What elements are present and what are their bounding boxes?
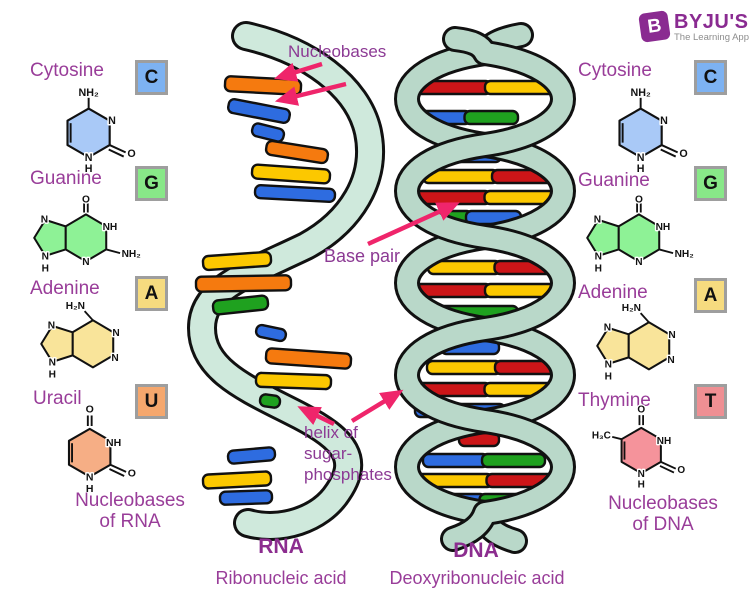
base-label-adenine-rna: Adenine [30,278,100,299]
guanine-structure-dna: O NH NH₂ N N N H [586,193,695,276]
caption-nucleobases-of-dna: Nucleobases of DNA [593,493,733,535]
caption-rna-line2: of RNA [99,511,161,532]
svg-text:NH: NH [106,437,121,449]
logo-tagline: The Learning App [674,32,750,43]
svg-text:N: N [112,328,119,339]
base-letter-box-g-rna: G [135,166,168,201]
annotation-helix-line2: sugar- [304,444,353,463]
base-label-cytosine-dna: Cytosine [578,60,652,81]
svg-text:N: N [605,360,612,371]
svg-text:N: N [660,115,668,127]
adenine-structure-dna: H₂N N N N N H [596,302,677,384]
svg-text:H: H [637,163,645,175]
base-letter-box-u-rna: U [135,384,168,419]
svg-text:N: N [604,323,611,334]
caption-dna-line2: of DNA [632,514,694,535]
svg-text:H₂N: H₂N [622,303,641,314]
svg-text:NH: NH [656,222,671,233]
svg-text:N: N [85,152,93,164]
svg-text:N: N [667,355,674,366]
svg-text:N: N [108,115,116,127]
svg-text:O: O [82,194,90,205]
base-letter-box-t-dna: T [694,384,727,419]
base-letter-box-a-rna: A [135,276,168,311]
base-label-uracil-rna: Uracil [33,388,82,409]
base-letter-box-a-dna: A [694,278,727,313]
byjus-logo-icon: B [638,10,671,43]
svg-text:O: O [677,465,685,476]
svg-text:O: O [637,404,645,415]
svg-text:N: N [638,469,645,480]
svg-text:NH: NH [657,436,671,447]
base-label-thymine-dna: Thymine [578,390,651,411]
svg-text:N: N [635,257,642,268]
svg-text:N: N [82,257,89,268]
logo-wordmark: BYJU'S [674,11,749,33]
dna-helix-illustration [394,22,576,554]
base-label-guanine-dna: Guanine [578,170,650,191]
annotation-nucleobases: Nucleobases [288,42,387,61]
svg-text:O: O [86,404,94,416]
caption-nucleobases-of-rna: Nucleobases of RNA [60,490,200,532]
svg-text:N: N [668,330,675,341]
svg-text:H: H [42,264,49,275]
adenine-structure-rna: H₂N N N N N H [40,300,121,382]
dna-full-name: Deoxyribonucleic acid [389,568,565,588]
uracil-structure-rna: O NH O N H [67,402,137,496]
svg-text:N: N [637,152,645,164]
annotation-helix-line1: helix of [304,423,358,442]
svg-text:H₃C: H₃C [592,431,611,442]
svg-text:NH₂: NH₂ [122,249,141,260]
byjus-logo: B BYJU'S The Learning App [638,10,750,43]
rna-sugar-phosphate-ribbon [187,21,385,541]
svg-text:H: H [49,370,56,381]
svg-text:NH₂: NH₂ [675,249,694,260]
svg-text:H: H [595,264,602,275]
caption-dna-line1: Nucleobases [608,493,718,514]
svg-text:NH₂: NH₂ [631,87,651,99]
svg-text:H: H [85,163,93,175]
base-label-adenine-dna: Adenine [578,282,648,303]
annotation-base-pair: Base pair [324,246,401,266]
cytosine-structure-dna: NH₂ N O N H [618,85,689,176]
cytosine-structure-rna: NH₂ N O N H [66,85,137,176]
svg-text:H: H [86,483,94,495]
svg-text:NH: NH [103,222,118,233]
caption-rna-line1: Nucleobases [75,490,185,511]
guanine-structure-rna: O NH NH₂ N N N H [33,193,142,276]
svg-text:O: O [128,468,136,480]
svg-text:N: N [49,358,56,369]
svg-text:N: N [594,215,601,226]
svg-text:N: N [42,252,49,263]
svg-text:H: H [638,480,645,491]
svg-text:N: N [41,215,48,226]
svg-text:N: N [595,252,602,263]
svg-text:O: O [635,194,643,205]
svg-text:H: H [605,372,612,383]
svg-text:O: O [127,148,135,160]
base-label-guanine-rna: Guanine [30,168,102,189]
rna-title: RNA [258,535,304,558]
base-letter-box-c-dna: C [694,60,727,95]
base-letter-box-c-rna: C [135,60,168,95]
svg-text:N: N [111,353,118,364]
base-label-cytosine-rna: Cytosine [30,60,104,81]
svg-text:H₂N: H₂N [66,301,85,312]
base-letter-box-g-dna: G [694,166,727,201]
thymine-structure-dna: O H₃C NH O N H [590,403,686,492]
rna-full-name: Ribonucleic acid [215,568,347,588]
annotation-helix-line3: phosphates [304,465,392,484]
svg-text:N: N [86,472,94,484]
dna-strand-2-ribbon [394,22,576,554]
annotation-helix-of-sugar-phosphates: helix of sugar- phosphates [304,422,392,485]
dna-strand-1-ribbon [394,26,576,552]
svg-text:N: N [48,321,55,332]
svg-text:O: O [679,148,687,160]
svg-text:NH₂: NH₂ [79,87,99,99]
dna-title: DNA [453,539,499,562]
